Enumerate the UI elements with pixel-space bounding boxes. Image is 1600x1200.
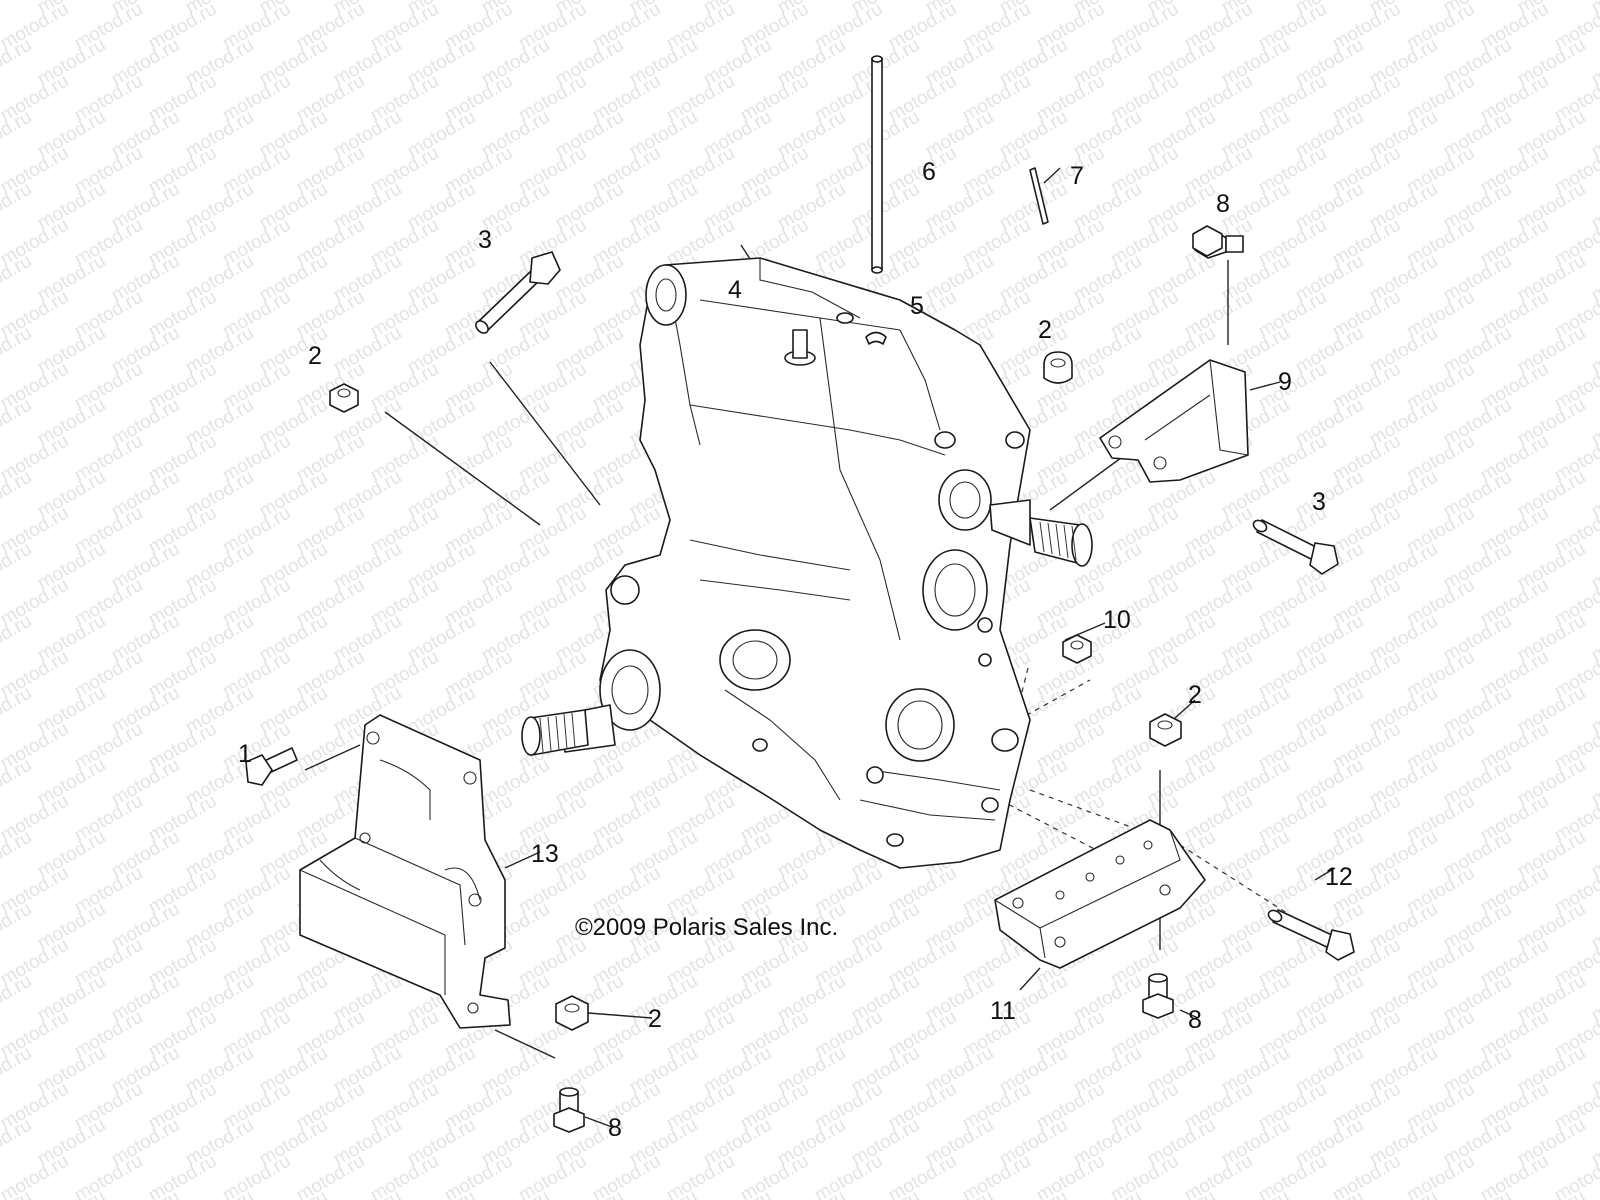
callout-3b: 3: [1312, 488, 1326, 516]
callout-7: 7: [1070, 162, 1084, 190]
clip-part-5: [865, 331, 887, 345]
pin-part-7: [1029, 167, 1049, 225]
output-shaft-right: [989, 499, 1093, 567]
callout-5: 5: [910, 292, 924, 320]
bolt-part-8-c: [553, 1087, 585, 1133]
callout-2c: 2: [1188, 681, 1202, 709]
bolt-part-1: [245, 747, 298, 786]
nut-part-2-c: [1149, 713, 1182, 747]
nut-part-2-d: [555, 995, 589, 1031]
callout-10: 10: [1103, 606, 1131, 634]
copyright-notice: ©2009 Polaris Sales Inc.: [575, 914, 838, 941]
callout-4: 4: [728, 276, 742, 304]
bracket-part-9: [1099, 359, 1249, 483]
bracket-part-13: [299, 714, 511, 1029]
nut-part-10: [1062, 634, 1092, 664]
bolt-part-8-a: [1192, 225, 1244, 259]
callout-12: 12: [1325, 863, 1353, 891]
transmission-assembly: [599, 257, 1031, 869]
callout-labels: 1 2 2 2 2 3 3 4 5 6 7 8 8 8 9 10 11 12 1…: [238, 158, 1353, 1142]
callout-3a: 3: [478, 226, 492, 254]
callout-11: 11: [990, 997, 1016, 1025]
callout-2d: 2: [648, 1005, 662, 1033]
callout-6: 6: [922, 158, 936, 186]
callout-9: 9: [1278, 368, 1292, 396]
nut-part-2-b: [1043, 351, 1073, 384]
bolt-part-3-right: [1252, 519, 1339, 575]
bolt-part-3-left: [475, 251, 561, 334]
nut-part-2-a: [329, 383, 359, 413]
callout-8b: 8: [1188, 1006, 1202, 1034]
callout-1: 1: [238, 740, 252, 768]
bolt-part-8-b: [1142, 973, 1174, 1019]
output-shaft-left: [521, 704, 616, 756]
callout-8c: 8: [608, 1114, 622, 1142]
callout-8a: 8: [1216, 190, 1230, 218]
callout-2a: 2: [308, 342, 322, 370]
callout-2b: 2: [1038, 316, 1052, 344]
rod-part-6: [871, 55, 883, 274]
callout-13: 13: [531, 840, 559, 868]
bolt-part-12: [1267, 909, 1355, 961]
bracket-part-11: [994, 819, 1206, 969]
